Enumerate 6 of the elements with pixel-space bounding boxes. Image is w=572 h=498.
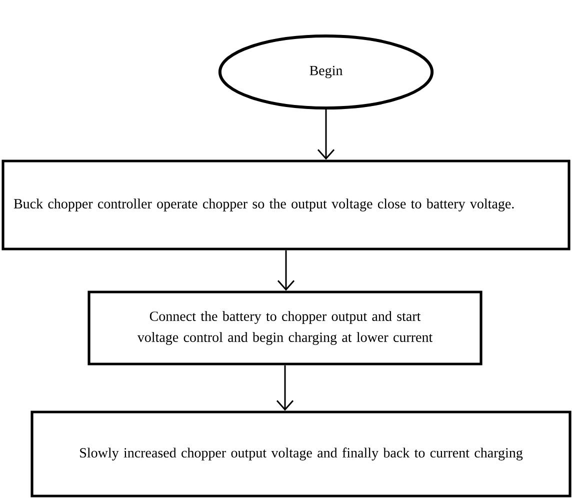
process-box: Buck chopper controller operate chopper so the output voltage close to battery voltage. — [2, 160, 570, 250]
process-box: Connect the battery to chopper output and start voltage control and begin charging at lower current — [88, 290, 482, 366]
process-box: Slowly increased chopper output voltage and finally back to current charging — [30, 410, 572, 498]
arrow — [277, 250, 295, 291]
arrow — [276, 365, 294, 411]
arrow — [317, 110, 335, 160]
